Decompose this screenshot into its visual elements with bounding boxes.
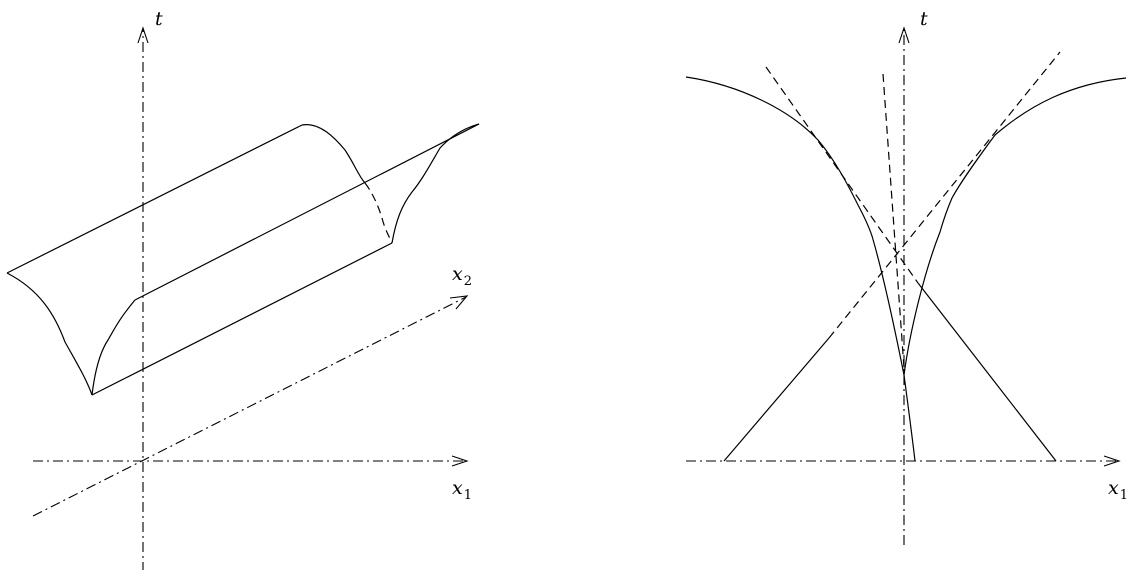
- t-axis-arrow-right: [898, 26, 910, 44]
- front-profile-right-branch: [91, 299, 136, 396]
- x2-axis-left: [32, 296, 467, 517]
- right-envelope-curve: [903, 77, 1127, 376]
- back-profile-right-branch: [391, 123, 480, 244]
- x2-label-left: x2: [452, 263, 472, 289]
- t-label-left: t: [155, 8, 163, 30]
- left-characteristic-solid: [723, 337, 830, 462]
- surface-top-ruling: [6, 124, 303, 274]
- surface-bottom-ruling: [91, 242, 393, 396]
- right-characteristic-solid: [917, 282, 1057, 462]
- left-envelope-curve: [685, 76, 905, 376]
- t-label-right: t: [920, 8, 928, 30]
- back-profile-hidden: [364, 182, 393, 244]
- surface-middle-ruling: [134, 123, 480, 301]
- back-profile-upper-visible: [301, 124, 366, 184]
- t-axis-arrow-left: [137, 26, 149, 44]
- x2-axis-arrow-left: [449, 295, 469, 310]
- center-characteristic-dashed: [882, 73, 905, 369]
- front-profile-left-branch: [6, 272, 93, 396]
- x1-axis-arrow-right: [1103, 455, 1121, 467]
- left-characteristic-dashed: [828, 51, 1061, 339]
- x1-label-left: x1: [452, 477, 472, 503]
- left-panel: t x1 x2: [6, 8, 480, 570]
- x1-label-right: x1: [1108, 477, 1128, 503]
- right-panel: t x1: [685, 8, 1128, 545]
- center-trajectory: [903, 374, 916, 462]
- x1-axis-arrow-left: [451, 455, 469, 467]
